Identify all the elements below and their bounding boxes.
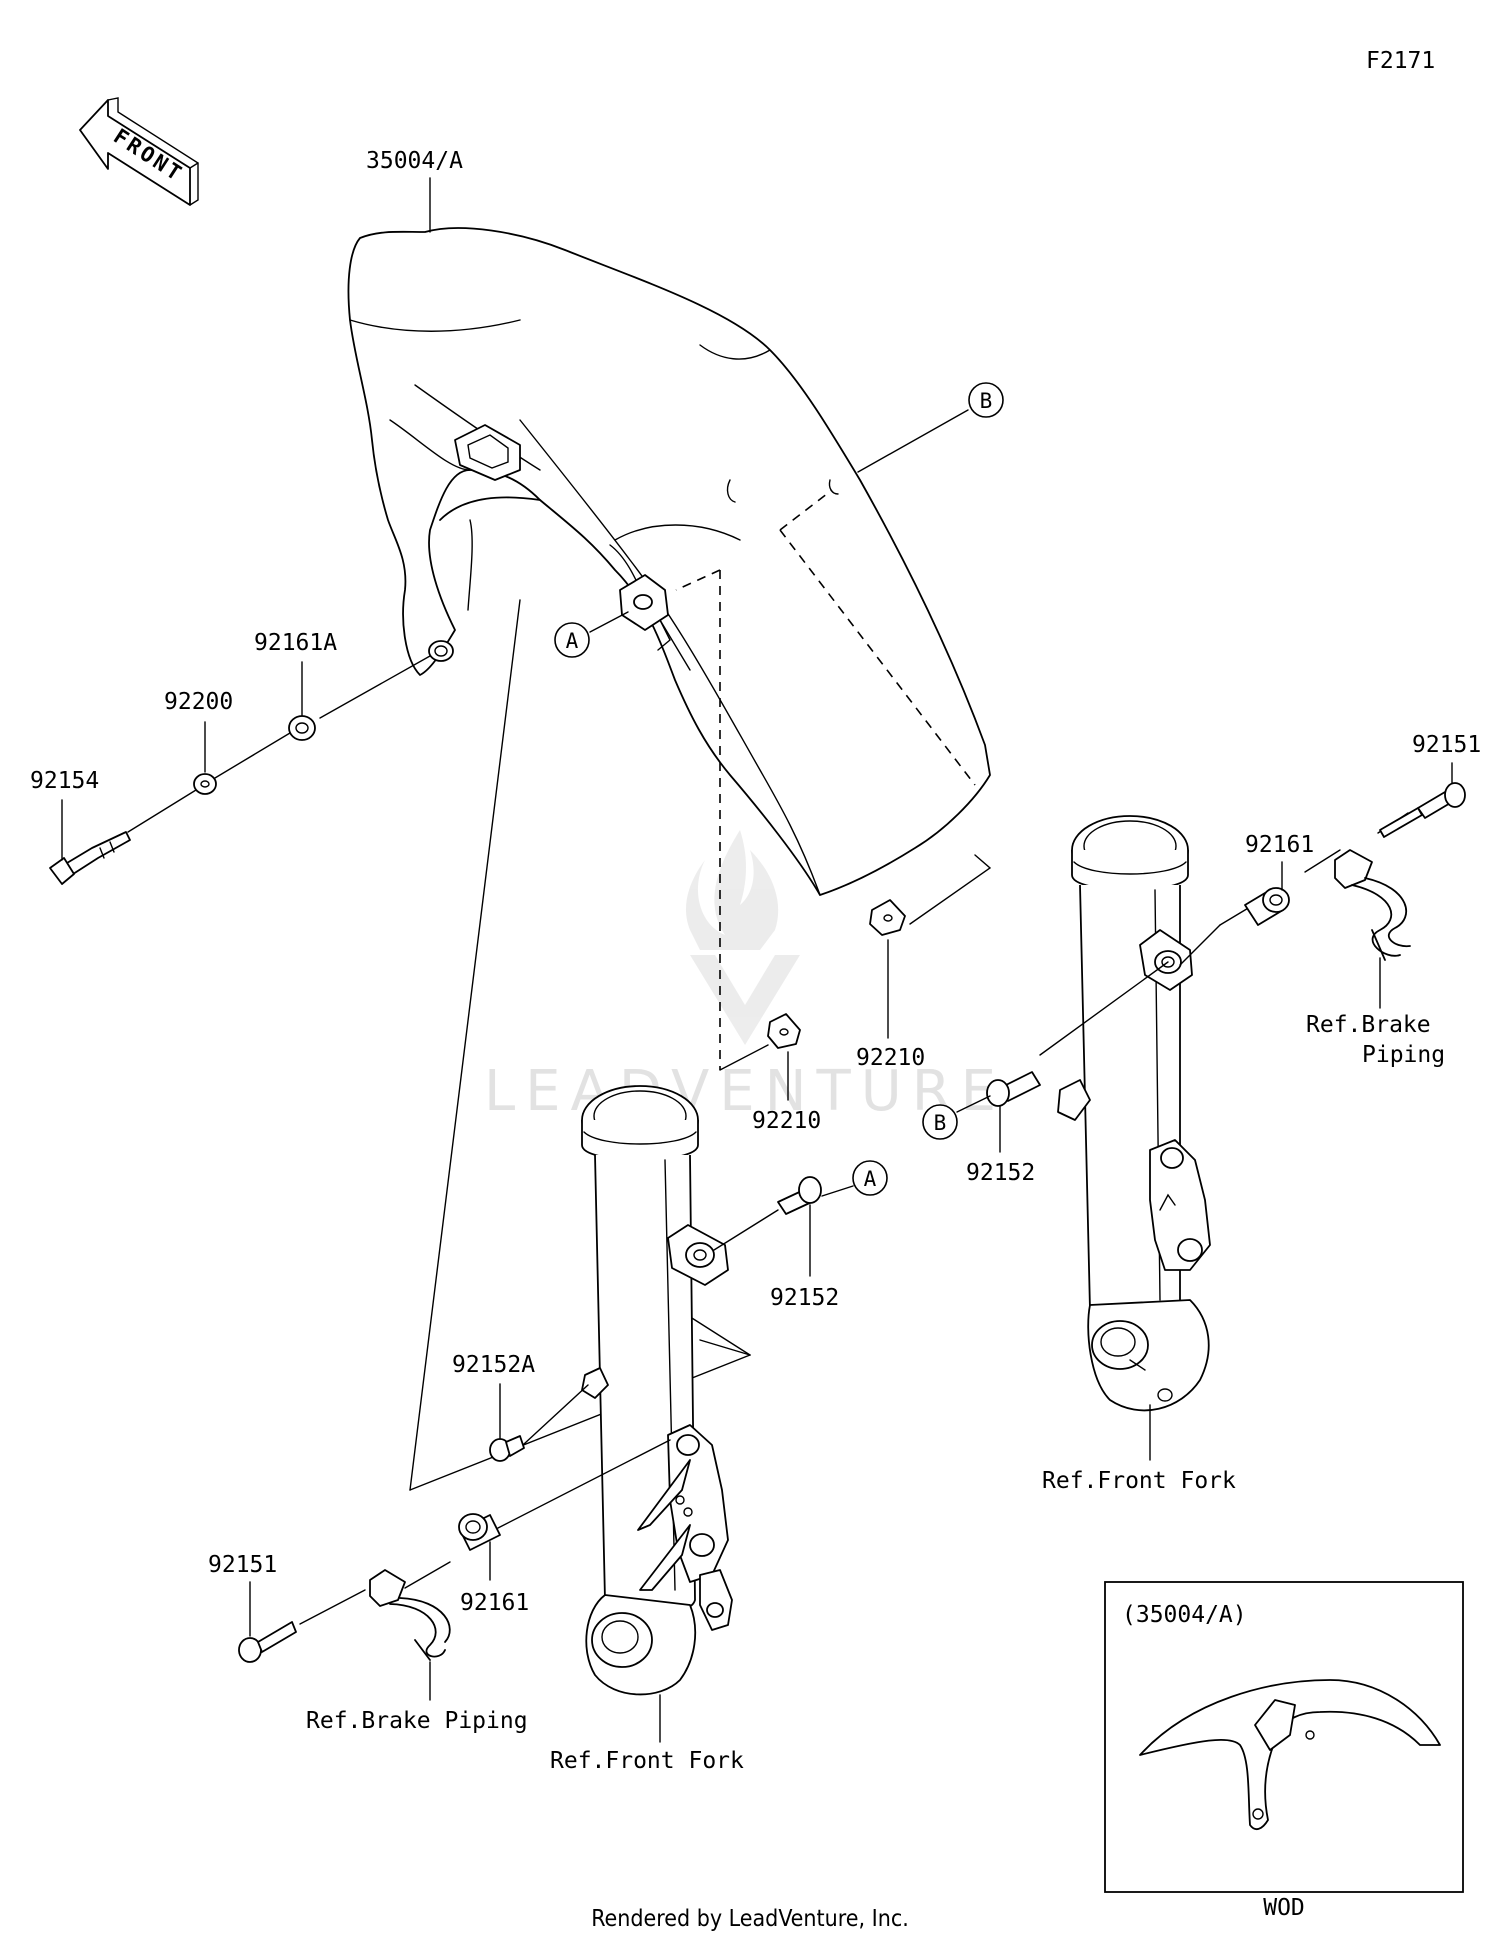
callout-collar-left: 92161 [460,1590,529,1616]
collar-92161-right[interactable] [1244,887,1290,926]
bolt-92151-left[interactable] [238,1621,297,1663]
ref-brake-piping-right-1: Ref.Brake [1306,1012,1431,1038]
ref-front-fork-left: Ref.Front Fork [550,1748,744,1774]
clip-nut-92210-center[interactable] [767,1013,801,1049]
front-fork-left[interactable] [581,1085,733,1696]
marker-a-fork [852,1160,888,1196]
marker-a-fork-label: A [864,1167,877,1191]
callout-bolt-b: 92152 [966,1160,1035,1186]
ref-brake-piping-left: Ref.Brake Piping [306,1708,528,1734]
brake-piping-clamp-left[interactable] [369,1569,451,1661]
marker-b-fender-label: B [980,389,993,413]
callout-grommet-left: 92161A [254,630,337,656]
ref-front-fork-right: Ref.Front Fork [1042,1468,1236,1494]
marker-a-fender-label: A [566,629,579,653]
callout-nut-center: 92210 [752,1108,821,1134]
front-fork-right[interactable] [1057,815,1211,1412]
bolt-92154[interactable] [49,831,131,885]
bolt-92152-b[interactable] [986,1071,1041,1107]
marker-b-fork-label: B [934,1111,947,1135]
ref-brake-piping-right-2: Piping [1362,1042,1445,1068]
front-direction-arrow-icon: FRONT [79,97,199,206]
front-fender[interactable] [347,227,991,896]
bolt-92152-a[interactable] [777,1176,822,1215]
footer-credit: Rendered by LeadVenture, Inc. [591,1906,909,1932]
grommet-92161a[interactable] [288,715,316,741]
inset-fender-variant: (35004/A) WOD [1104,1581,1464,1921]
inset-fender-icon [1139,1679,1441,1831]
callout-washer-left: 92200 [164,689,233,715]
washer-92200[interactable] [193,773,217,795]
marker-b-fork [922,1104,958,1140]
callout-bolt-a: 92152 [770,1285,839,1311]
bolt-92151-right[interactable] [1379,782,1466,838]
marker-a-fender [554,622,590,658]
watermark: LEADVENTURE [484,830,1006,1124]
figure-code: F2171 [1366,48,1435,74]
marker-b-fender [968,382,1004,418]
bolt-92152a[interactable] [489,1435,525,1462]
inset-title: (35004/A) [1122,1602,1247,1628]
clip-nut-92210-right[interactable] [869,899,906,936]
watermark-text: LEADVENTURE [484,1059,1006,1124]
watermark-logo-icon [685,830,800,1045]
callout-bolt-left-bottom: 92151 [208,1552,277,1578]
callout-bolt-lower: 92152A [452,1352,535,1378]
inset-caption: WOD [1263,1895,1305,1921]
brake-piping-clamp-right[interactable] [1334,849,1411,961]
collar-92161-left[interactable] [458,1513,501,1551]
callout-nut-right: 92210 [856,1045,925,1071]
callout-collar-right: 92161 [1245,832,1314,858]
callout-fender: 35004/A [366,148,463,174]
callout-bolt-right-top: 92151 [1412,732,1481,758]
callout-bolt-left: 92154 [30,768,99,794]
